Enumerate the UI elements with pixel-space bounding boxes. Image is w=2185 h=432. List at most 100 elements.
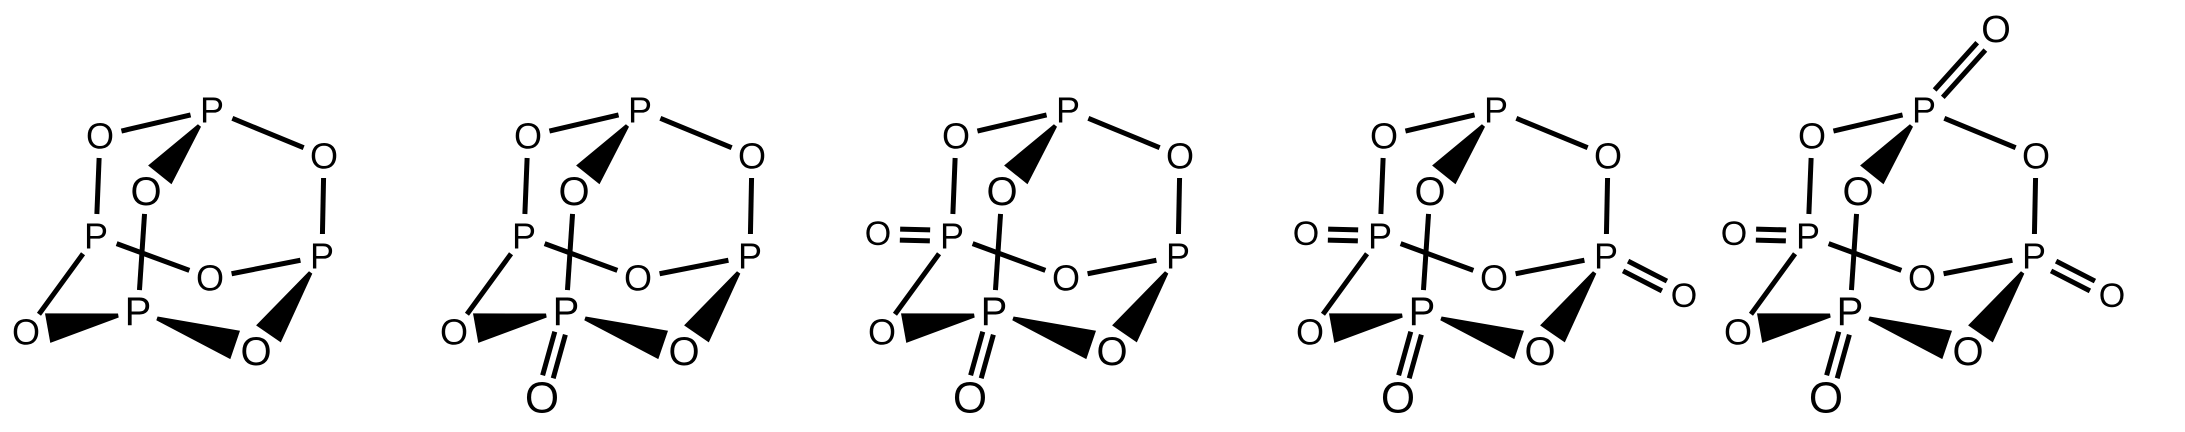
atom-om: O <box>1052 258 1080 299</box>
bond-O1-PL <box>94 157 102 215</box>
bond-O1-Pt <box>120 112 192 134</box>
bond-O1-Pt <box>548 112 620 134</box>
bond-Oc-PB <box>1848 213 1860 291</box>
atom-oxb: O <box>525 374 559 423</box>
atom-oxt: O <box>1981 9 2011 51</box>
bond-Oc-PB <box>1420 213 1432 291</box>
atom-pl: P <box>1796 216 1820 257</box>
atom-oxl: O <box>1293 215 1319 253</box>
wedge-bond-PB-O3 <box>473 313 547 343</box>
double-bond-PR-OxR-1 <box>1621 268 1664 294</box>
bond-O1-Pt <box>976 112 1048 134</box>
wedge-bond-PB-O3 <box>45 313 119 343</box>
wedge-bond-Pt-Oc <box>576 124 629 185</box>
atom-pb: P <box>1409 290 1436 334</box>
double-bond-PB-OxB-1 <box>1396 331 1414 377</box>
bond-PL-O3 <box>1748 252 1798 316</box>
atom-oxl: O <box>865 215 891 253</box>
atom-pr: P <box>1166 236 1190 277</box>
bond-Pt-O2 <box>231 116 305 150</box>
wedge-bond-PB-O3 <box>1757 313 1831 343</box>
double-bond-PR-OxR-2 <box>2054 258 2097 284</box>
wedge-bond-PR-O4 <box>1540 271 1597 343</box>
bond-Pt-O2 <box>1515 116 1589 150</box>
atom-pl: P <box>1368 216 1392 257</box>
atom-o3: O <box>868 312 896 353</box>
wedge-bond-Pt-Oc <box>1860 124 1913 185</box>
bond-Oc-PB <box>992 213 1004 291</box>
atom-o4: O <box>668 330 699 374</box>
wedge-bond-PB-O4 <box>1440 316 1524 360</box>
bond-O1-Pt <box>1404 112 1476 134</box>
wedge-bond-PB-O4 <box>1012 316 1096 360</box>
bond-O1-PL <box>522 157 530 215</box>
atom-pl: P <box>512 216 536 257</box>
double-bond-Pt-OxT-1 <box>1940 48 1988 99</box>
bond-O2-PR <box>2031 177 2039 235</box>
double-bond-Pt-OxT-2 <box>1932 41 1980 92</box>
bond-Pt-O2 <box>1087 116 1161 150</box>
bond-O2-PR <box>319 177 327 235</box>
bond-Oc-PB <box>136 213 148 291</box>
double-bond-PL-OxL-1 <box>1328 226 1359 233</box>
bond-O1-Pt <box>1832 112 1904 134</box>
bond-PL-O3 <box>36 252 86 316</box>
bond-PL-Om <box>543 241 619 273</box>
double-bond-PB-OxB-1 <box>1824 331 1842 377</box>
atom-oc: O <box>558 170 589 214</box>
atom-oc: O <box>1842 170 1873 214</box>
bond-PL-Om <box>1827 241 1903 273</box>
atom-pl: P <box>940 216 964 257</box>
double-bond-PB-OxB-2 <box>1834 333 1852 379</box>
atom-pb: P <box>553 290 580 334</box>
double-bond-PB-OxB-2 <box>550 333 568 379</box>
wedge-bond-PB-O3 <box>1329 313 1403 343</box>
atom-oxl: O <box>1721 215 1747 253</box>
bond-O2-PR <box>1175 177 1183 235</box>
atom-pb: P <box>981 290 1008 334</box>
atom-o2: O <box>738 136 766 177</box>
atom-om: O <box>1480 258 1508 299</box>
wedge-bond-Pt-Oc <box>1004 124 1057 185</box>
bond-O1-PL <box>950 157 958 215</box>
bond-O1-PL <box>1806 157 1814 215</box>
wedge-bond-PR-O4 <box>684 271 741 343</box>
double-bond-PL-OxL-1 <box>1756 226 1787 233</box>
bond-PL-Om <box>115 241 191 273</box>
atom-oc: O <box>130 170 161 214</box>
atom-o1: O <box>942 116 970 157</box>
atom-pr: P <box>1594 236 1618 277</box>
bond-O2-PR <box>1603 177 1611 235</box>
double-bond-PB-OxB-1 <box>540 331 558 377</box>
wedge-bond-PR-O4 <box>1968 271 2025 343</box>
atom-om: O <box>624 258 652 299</box>
bond-Om-PR <box>1943 257 2013 277</box>
bond-Om-PR <box>231 257 301 277</box>
wedge-bond-PR-O4 <box>256 271 313 343</box>
atom-o2: O <box>1594 136 1622 177</box>
atom-pr: P <box>310 236 334 277</box>
double-bond-PB-OxB-1 <box>968 331 986 377</box>
bond-O2-PR <box>747 177 755 235</box>
atom-o1: O <box>86 116 114 157</box>
atom-o1: O <box>1798 116 1826 157</box>
atom-oc: O <box>1414 170 1445 214</box>
atom-oxb: O <box>953 374 987 423</box>
atom-o1: O <box>1370 116 1398 157</box>
atom-o2: O <box>310 136 338 177</box>
bond-PL-O3 <box>1320 252 1370 316</box>
atom-o3: O <box>1724 312 1752 353</box>
atom-o4: O <box>240 330 271 374</box>
bond-PL-Om <box>971 241 1047 273</box>
wedge-bond-PB-O4 <box>1868 316 1952 360</box>
bond-PL-Om <box>1399 241 1475 273</box>
double-bond-PR-OxR-2 <box>1626 258 1669 284</box>
atom-o4: O <box>1096 330 1127 374</box>
atom-o3: O <box>12 312 40 353</box>
atom-o4: O <box>1952 330 1983 374</box>
atom-pr: P <box>738 236 762 277</box>
atom-om: O <box>196 258 224 299</box>
